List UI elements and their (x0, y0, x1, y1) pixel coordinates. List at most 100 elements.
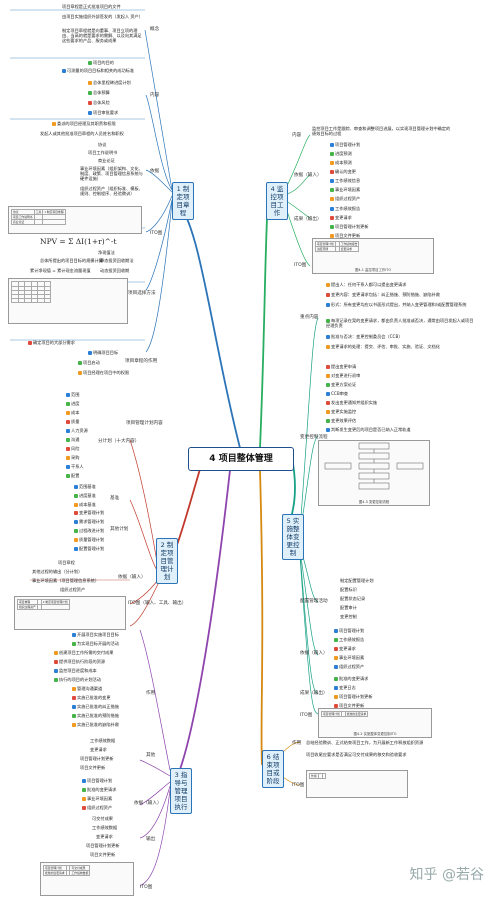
scope-icon (66, 393, 70, 397)
ito-cell: 工作绩效数据 (69, 870, 91, 876)
ch2-baseline-item: 进度基准 (74, 493, 96, 498)
ch2-input-item: 组织过程资产 (60, 587, 86, 592)
plan-icon (330, 225, 334, 229)
ch5-ito-figure: 项目管理计划 批准的变更请求 图4-2 实施整体变更控制ITO (318, 708, 432, 738)
check-icon (82, 788, 86, 792)
ch6-role-label: 作用 (292, 741, 302, 746)
ch5-flow-figure: 图4-3 变更控制流程 (318, 440, 430, 506)
check-icon (88, 61, 92, 65)
ch2-sub-plan: 过程改进计划 (74, 528, 104, 533)
ch4-input-label: 依据（输入） (294, 173, 322, 178)
chapter-2[interactable]: 2 制定项目管理计划 (156, 538, 178, 584)
ch4-output-item: 工作绩效报告 (330, 206, 360, 211)
ch1-charter-value-label: 项目章程的作用 (125, 359, 158, 364)
chapter-3[interactable]: 3 指导与管理项目执行 (170, 768, 192, 814)
stamp-icon (326, 319, 330, 323)
ch2-input-label: 依据（输入） (118, 575, 146, 580)
chapter-1[interactable]: 1 制定项目章程 (172, 182, 194, 220)
ch5-flow-item: 提出变更申请 (326, 364, 356, 369)
ito-cell: 批准的变更请求 (344, 711, 369, 717)
ch5-input-item: 变更请求 (334, 646, 356, 651)
ito-cell: 项目工作说明书 (11, 214, 35, 220)
ch3-desc-item: 实施已批准的纠正措施 (72, 704, 119, 709)
ch4-input-item: 项目管理计划 (330, 142, 360, 147)
step-8-icon (326, 428, 330, 432)
ch4-content-text: 监控项目工作是跟踪、审查和调整项目进展，以实现项目管理计划中确定的绩效目标的过程 (312, 126, 451, 136)
ch1-input-item: 协议 (98, 142, 107, 147)
ch2-sub-plans-label: 其他计划 (110, 527, 129, 532)
watermark: 知乎 @若谷 (409, 867, 484, 883)
target-icon (62, 69, 66, 73)
ch1-input-item: 组织过程资产（组织标准、模板、规则、控制程序、经验教训） (80, 186, 143, 196)
center-topic: 4 项目整体管理 (188, 447, 294, 471)
ito-cell: 项目管理计划 (321, 711, 342, 717)
ito-cell: 批准的变更请求 (43, 870, 67, 876)
plan-icon (330, 143, 334, 147)
ch3-output-item: 变更请求 (96, 834, 113, 839)
change-icon (326, 293, 330, 297)
quality-icon (74, 538, 78, 542)
ch3-desc-item: 实施已批准的变更 (72, 695, 111, 700)
shield-icon (72, 714, 76, 718)
ch2-input-item: 项目章程 (58, 560, 75, 565)
ito-cell: 2 制定项目管理计划 (40, 599, 70, 605)
npv-formula: NPV = Σ ΔI(1+r)^-t (40, 237, 117, 246)
stamp-icon (88, 111, 92, 115)
ch5-config-item: 配置状态记录 (340, 596, 366, 601)
ch4-output-item: 变更请求 (330, 215, 352, 220)
ch2-ito-figure: 项目章程 2 制定项目管理计划 组织过程资产 (14, 596, 126, 630)
ch5-config-label: 配置管理活动 (300, 599, 328, 604)
ch5-ito-label: ITO图 (300, 713, 313, 718)
chapter-4[interactable]: 4 监控项目工作 (266, 182, 288, 220)
selection-table (11, 281, 52, 303)
chapter-6[interactable]: 6 结束项目或阶段 (262, 750, 284, 788)
ch5-flow-item: 变更实施监控 (326, 409, 356, 414)
process-icon (326, 345, 330, 349)
money-icon (88, 91, 92, 95)
archive-icon (330, 197, 334, 201)
requirement-icon (74, 520, 78, 524)
ch3-ito-table: 项目管理计划 可交付成果 批准的变更请求工作绩效数据 (43, 865, 91, 876)
ch5-flow-item: 变更方案论证 (326, 382, 356, 387)
ch3-input-item: 组织过程资产 (82, 805, 112, 810)
flag-icon (88, 81, 92, 85)
ch2-input-item: 事业环境因素（项目管理信息系统） (32, 578, 100, 583)
ch1-concept-label: 概念 (150, 27, 160, 32)
ch3-other-item: 变更请求 (90, 747, 107, 752)
ch3-desc-item: 创建项目工作所需的交付成果 (54, 650, 113, 655)
ito-cell: 进度预测 (315, 246, 336, 252)
ch2-area: 人力资源 (66, 428, 88, 433)
ch2-plan-content-label: 项目管理计划内容 (126, 421, 163, 426)
user-icon (78, 371, 82, 375)
ch1-content-item: 可测量的项目目标和相关的成功标准 (62, 68, 134, 73)
ch3-output-label: 输出 (146, 837, 156, 842)
ch3-other-item: 工作绩效数据 (90, 738, 116, 743)
ch1-content-item: 总体预算 (88, 90, 110, 95)
ch1-concept-item: 制定项目章程就是向董事、项目立项的理由、当高的就是要求的需解、以及向其满足这些要… (62, 28, 142, 43)
ch4-output-label: 成果（输出） (294, 217, 322, 222)
ch2-ten-areas-label: 分计划（十大内容） (98, 439, 140, 444)
monitor-icon (54, 669, 58, 673)
step-2-icon (326, 374, 330, 378)
ch1-method-extra: 总体所提出的项目目标的规模计算 (40, 258, 103, 263)
ch1-selection-table-figure (8, 278, 128, 324)
ch1-input-item: 事业环境因素（组织架构、文化、制度、政策、项目管理信息系统与硬件设施） (80, 166, 143, 181)
handshake-icon (78, 361, 82, 365)
ito-cell: 项目管理计划 (315, 241, 336, 247)
ch5-output-label: 成果（输出） (300, 691, 328, 696)
ch2-sub-plan: 质量管理计划 (74, 537, 104, 542)
baseline-icon (74, 485, 78, 489)
ch3-input-item: 事业环境因素 (82, 796, 112, 801)
ch1-charter-value-item: 项目启动 (78, 360, 100, 365)
ch4-input-item: 进度预测 (330, 151, 352, 156)
ch2-area: 采购 (66, 455, 79, 460)
ito-cell: 工作绩效报告 (338, 241, 360, 247)
ch4-ito-label: ITO图 (294, 263, 307, 268)
ch4-input-item: 组织过程资产 (330, 196, 360, 201)
ch5-input-item: 组织过程资产 (334, 664, 364, 669)
ch1-content-item: 项目的目的 (88, 60, 114, 65)
chapter-5[interactable]: 5 实施整体变更控制 (282, 514, 304, 560)
ch2-area: 成本 (66, 410, 79, 415)
ch5-output-item: 变更日志 (334, 685, 356, 690)
